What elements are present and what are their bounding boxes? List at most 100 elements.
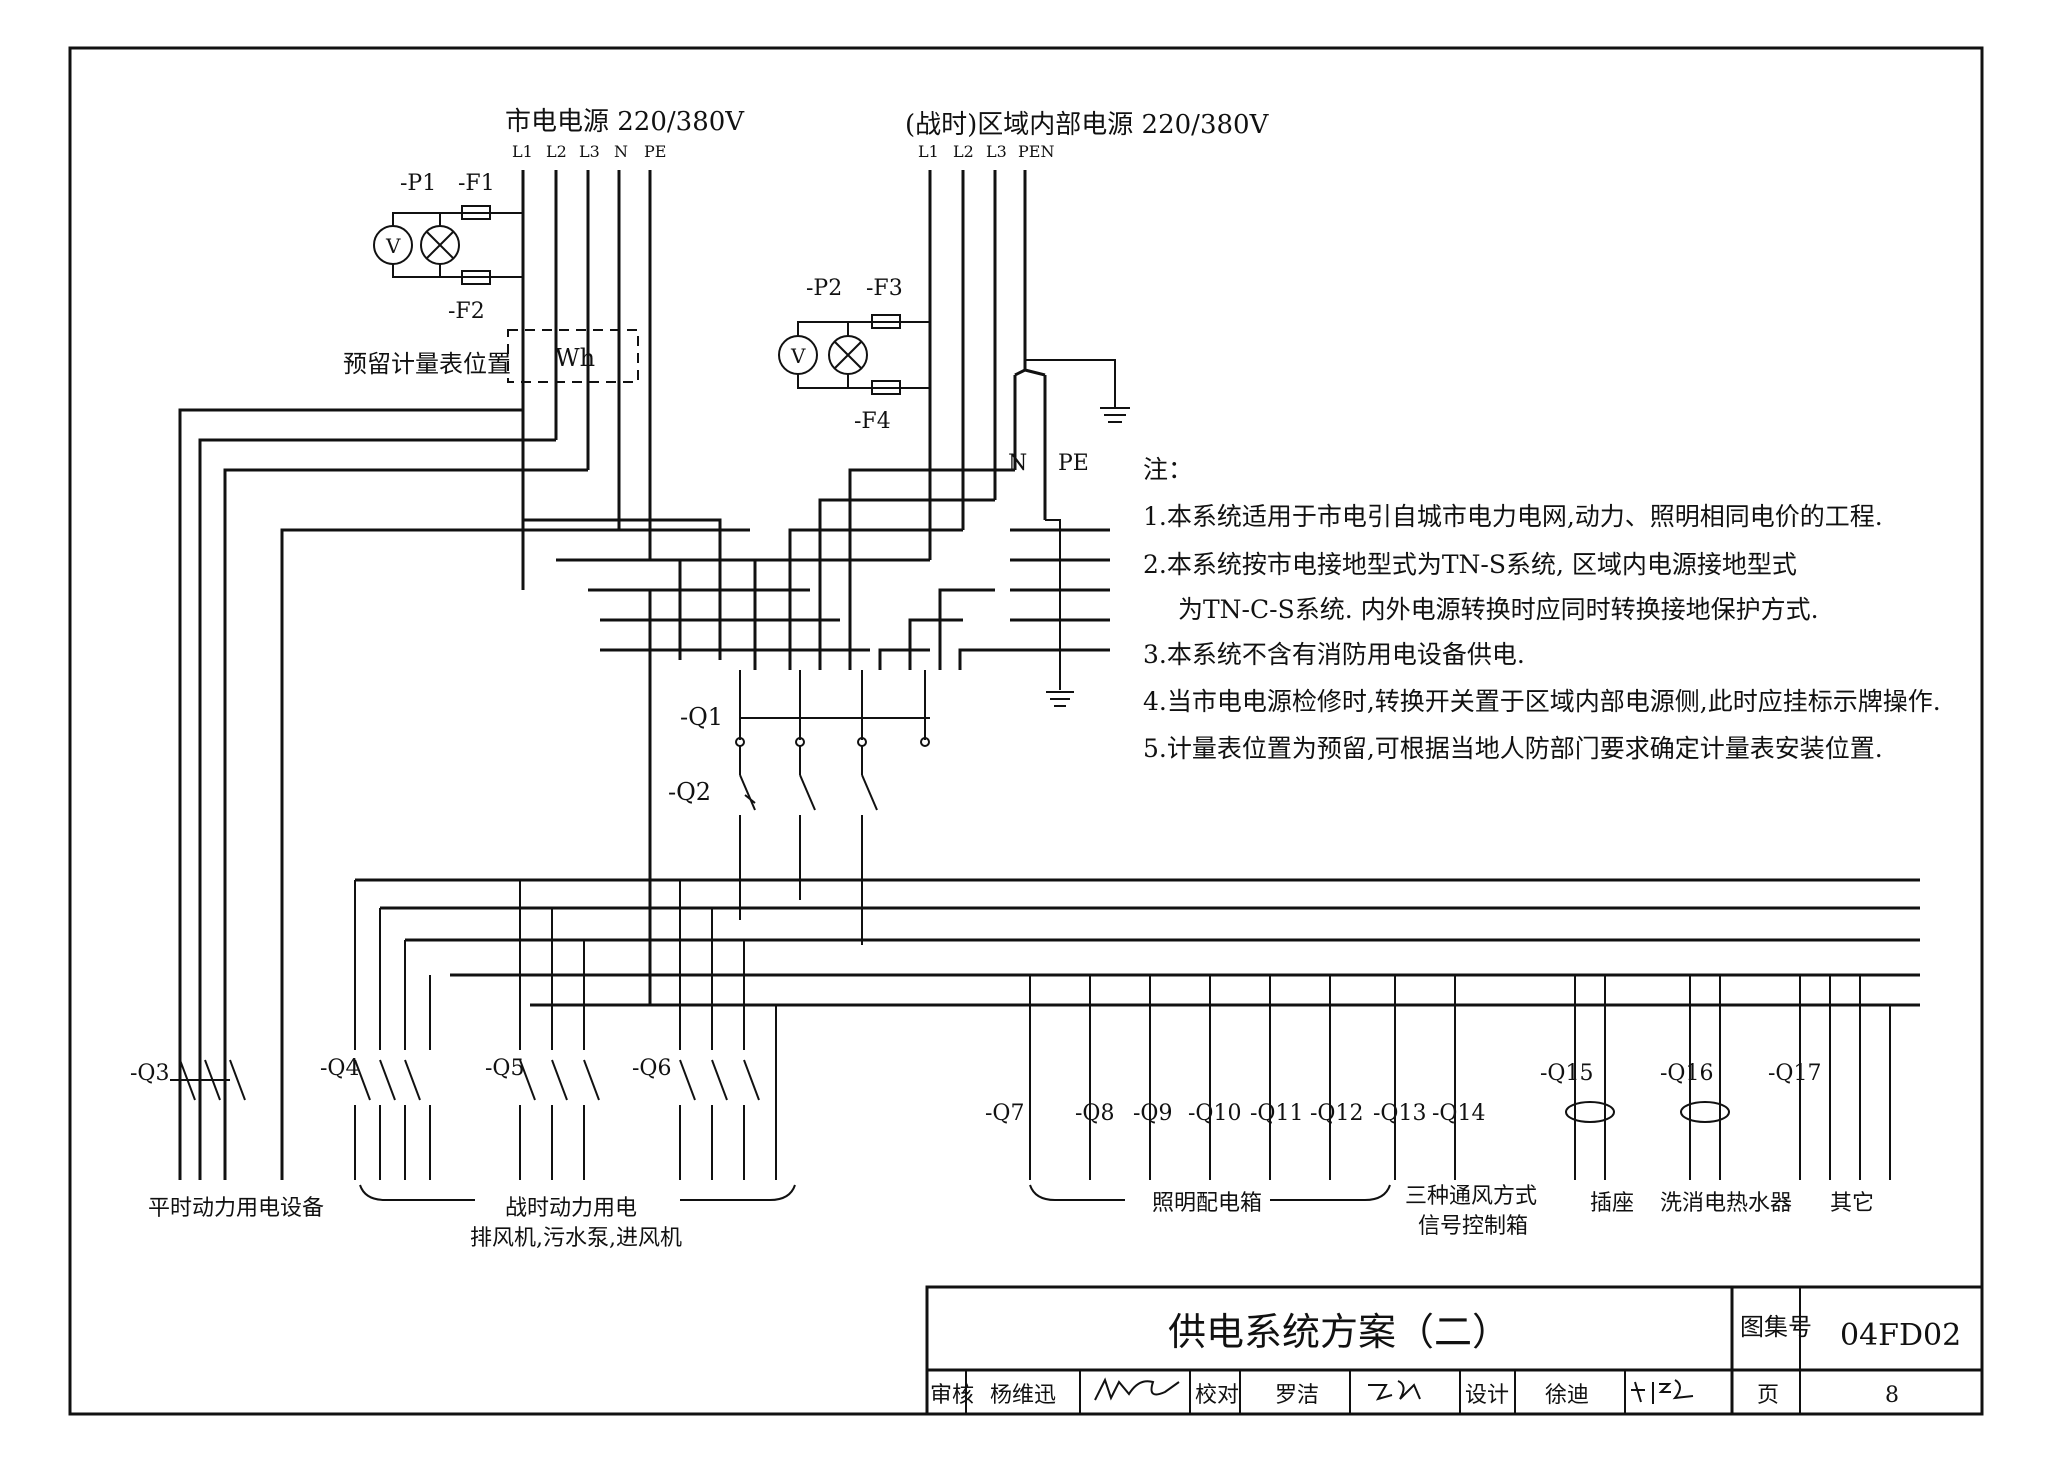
note-5: 5.计量表位置为预留,可根据当地人防部门要求确定计量表安装位置. [1143, 734, 1883, 763]
q11-label: -Q11 [1250, 1101, 1303, 1126]
ground-icon-2 [1045, 519, 1074, 707]
q3-label: -Q3 [130, 1061, 169, 1086]
note-2: 2.本系统按市电接地型式为TN-S系统, 区域内电源接地型式 [1143, 550, 1797, 579]
fuse-f2-icon [461, 270, 491, 285]
main-busbars [355, 870, 1920, 1007]
internal-l3-label: L3 [986, 142, 1007, 161]
mains-l2-label: L2 [546, 142, 567, 161]
q16-label: -Q16 [1660, 1061, 1713, 1086]
f3-label: -F3 [866, 276, 903, 301]
meter-placeholder-box [507, 329, 639, 383]
fuse-f3-icon [871, 314, 901, 329]
lighting-switch-labels: -Q7 -Q8 -Q9 -Q10 -Q11 -Q12 -Q13 -Q14 -Q1… [985, 1061, 1821, 1126]
peace-power-label: 平时动力用电设备 [148, 1196, 324, 1221]
fuse-f1-icon [461, 205, 491, 220]
checker-name: 罗洁 [1275, 1383, 1319, 1408]
war-power-bracket [359, 1184, 796, 1201]
wh-meter-label: Wh [555, 344, 595, 372]
f1-label: -F1 [458, 171, 495, 196]
war-power-label-2: 排风机,污水泵,进风机 [470, 1226, 682, 1251]
internal-instruments: -P2 -F3 -F4 V [778, 276, 930, 434]
q6-switch-icon [679, 880, 777, 1180]
check-label: 校对 [1195, 1383, 1239, 1408]
page-number: 8 [1885, 1383, 1899, 1408]
internal-pen-label: PEN [1018, 142, 1054, 161]
ground-icon [1025, 359, 1130, 423]
notes-title: 注： [1143, 455, 1193, 484]
mains-l3-label: L3 [579, 142, 600, 161]
q2-label: -Q2 [668, 778, 711, 806]
voltmeter-v: V [385, 234, 401, 258]
q3-switch-icon [170, 1059, 246, 1101]
q6-label: -Q6 [632, 1056, 671, 1081]
mains-source-title: 市电电源 220/380V [505, 107, 745, 137]
internal-source-title: (战时)区域内部电源 220/380V [905, 110, 1270, 140]
internal-line-labels: L1 L2 L3 PEN [918, 142, 1054, 161]
review-label: 审核 [930, 1383, 974, 1408]
rcd-q15-icon [1565, 1101, 1615, 1123]
designer-name: 徐迪 [1545, 1383, 1589, 1408]
mains-line-labels: L1 L2 L3 N PE [512, 142, 666, 161]
q12-label: -Q12 [1310, 1101, 1363, 1126]
mains-conductors [521, 170, 652, 590]
p1-label: -P1 [400, 171, 436, 196]
checker-signature [1368, 1380, 1421, 1401]
lighting-label: 照明配电箱 [1152, 1191, 1262, 1216]
q1-label: -Q1 [680, 703, 723, 731]
q2-switch-icon [739, 746, 878, 945]
war-power-label-1: 战时动力用电 [505, 1196, 637, 1221]
heater-label: 洗消电热水器 [1660, 1191, 1792, 1216]
vent-label-2: 信号控制箱 [1418, 1214, 1528, 1239]
other-label: 其它 [1830, 1191, 1874, 1216]
q7-label: -Q7 [985, 1101, 1024, 1126]
q9-label: -Q9 [1133, 1101, 1172, 1126]
mains-l1-label: L1 [512, 142, 533, 161]
q17-label: -Q17 [1768, 1061, 1821, 1086]
q5-label: -Q5 [485, 1056, 524, 1081]
voltmeter-2-v: V [790, 344, 806, 368]
atlas-label: 图集号 [1740, 1313, 1812, 1341]
mains-pe-label: PE [644, 142, 666, 161]
fuse-f4-icon [871, 380, 901, 395]
note-2b: 为TN-C-S系统. 内外电源转换时应同时转换接地保护方式. [1178, 595, 1819, 624]
reviewer-name: 杨维迅 [990, 1383, 1056, 1408]
single-pole-switches [1029, 975, 1891, 1180]
q4-switch-icon [354, 880, 431, 1180]
note-4: 4.当市电电源检修时,转换开关置于区域内部电源侧,此时应挂标示牌操作. [1143, 687, 1941, 716]
socket-label: 插座 [1590, 1191, 1634, 1216]
rcd-q16-icon [1680, 1101, 1730, 1123]
changeover-wiring [178, 408, 1110, 1180]
lighting-bracket [1029, 1184, 1391, 1201]
page-label: 页 [1757, 1383, 1779, 1408]
reviewer-signature [1094, 1377, 1180, 1401]
q8-label: -Q8 [1075, 1101, 1114, 1126]
internal-n-label: N [1008, 451, 1027, 476]
q5-switch-icon [519, 880, 600, 1180]
drawing-title: 供电系统方案（二） [1168, 1310, 1510, 1354]
q15-label: -Q15 [1540, 1061, 1593, 1086]
q13-label: -Q13 [1373, 1101, 1426, 1126]
internal-l1-label: L1 [918, 142, 939, 161]
designer-signature [1631, 1379, 1694, 1404]
q1-switch-icon [735, 670, 930, 747]
f4-label: -F4 [854, 409, 891, 434]
atlas-number: 04FD02 [1840, 1318, 1961, 1353]
note-1: 1.本系统适用于市电引自城市电力电网,动力、照明相同电价的工程. [1143, 502, 1883, 531]
note-3: 3.本系统不含有消防用电设备供电. [1143, 640, 1525, 669]
notes-block: 注： 1.本系统适用于市电引自城市电力电网,动力、照明相同电价的工程. 2.本系… [1143, 455, 1941, 763]
mains-n-label: N [614, 142, 628, 161]
internal-conductors [928, 170, 1047, 560]
p2-label: -P2 [806, 276, 842, 301]
q10-label: -Q10 [1188, 1101, 1241, 1126]
internal-pe-label: PE [1058, 451, 1089, 476]
load-labels: 平时动力用电设备 战时动力用电 排风机,污水泵,进风机 照明配电箱 三种通风方式… [148, 1184, 1874, 1251]
design-label: 设计 [1465, 1383, 1509, 1408]
vent-label-1: 三种通风方式 [1405, 1184, 1537, 1209]
f2-label: -F2 [448, 299, 485, 324]
mains-instruments: -P1 -F1 -F2 V [373, 171, 523, 324]
meter-position-label: 预留计量表位置 [343, 350, 511, 378]
q14-label: -Q14 [1432, 1101, 1485, 1126]
internal-l2-label: L2 [953, 142, 974, 161]
q4-label: -Q4 [320, 1056, 359, 1081]
